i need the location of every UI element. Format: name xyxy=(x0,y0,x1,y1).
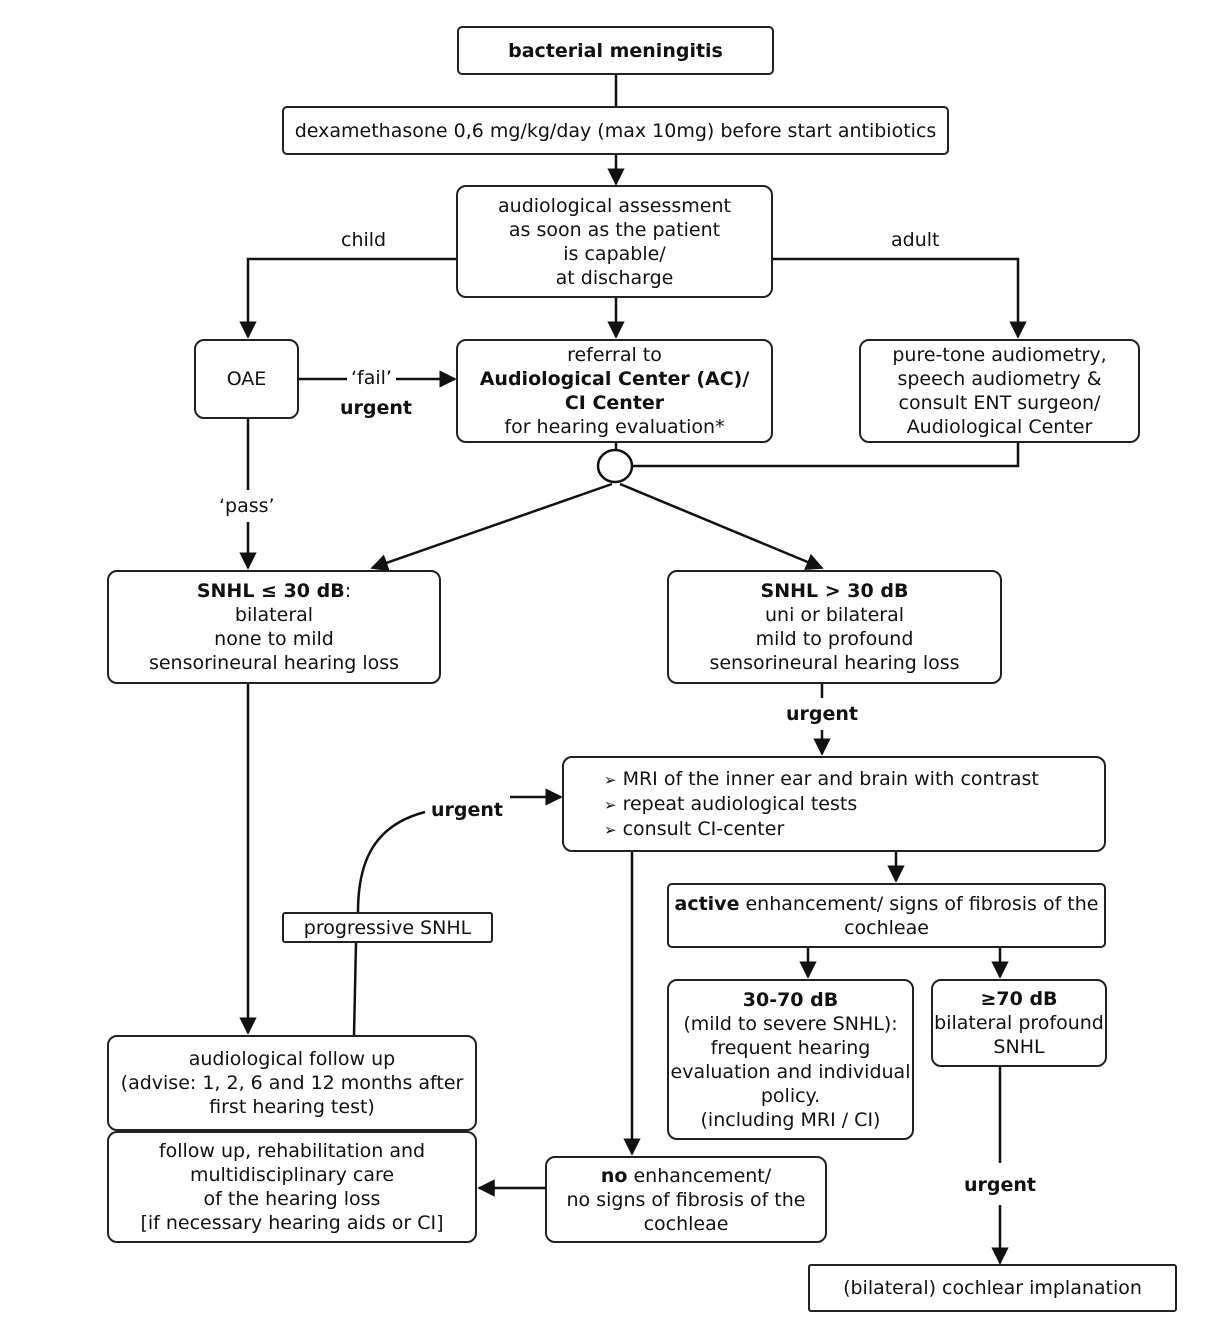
box-audiological-assessment: audiological assessment as soon as the p… xyxy=(456,185,773,298)
moderate-line-5: (including MRI / CI) xyxy=(700,1108,881,1131)
box-dexamethasone: dexamethasone 0,6 mg/kg/day (max 10mg) b… xyxy=(282,106,949,155)
noenh-line-1: no enhancement/ xyxy=(601,1164,771,1188)
junction-node xyxy=(596,448,634,484)
edge-junction-low xyxy=(370,482,613,572)
mri-item-1: MRI of the inner ear and brain with cont… xyxy=(604,767,1039,792)
referral-line-3: CI Center xyxy=(564,392,665,414)
box-rehab: follow up, rehabilitation and multidisci… xyxy=(107,1131,477,1243)
label-fail-urgent: urgent xyxy=(340,397,412,419)
adult-line-1: pure-tone audiometry, xyxy=(892,344,1107,366)
snhl-low-line-3: sensorineural hearing loss xyxy=(148,652,400,674)
box-snhl-low: SNHL ≤ 30 dB: bilateral none to mild sen… xyxy=(107,570,441,684)
adult-line-2: speech audiometry & xyxy=(897,368,1102,390)
profound-line-2: SNHL xyxy=(993,1036,1045,1058)
text-oae: OAE xyxy=(226,368,267,390)
noenh-rest: enhancement/ xyxy=(627,1164,772,1187)
noenh-line-3: cochleae xyxy=(643,1212,729,1235)
snhl-high-head: SNHL > 30 dB xyxy=(760,580,909,602)
moderate-head: 30-70 dB xyxy=(742,988,839,1011)
active-line-1: active enhancement/ signs of fibrosis of… xyxy=(675,892,1099,916)
snhl-high-line-2: mild to profound xyxy=(755,628,914,650)
edge-followup-progressive xyxy=(352,942,358,1036)
box-bacterial-meningitis: bacterial meningitis xyxy=(457,26,774,75)
rehab-line-3: of the hearing loss xyxy=(203,1188,381,1210)
box-mri: MRI of the inner ear and brain with cont… xyxy=(562,756,1106,852)
profound-head: ≥70 dB xyxy=(980,988,1058,1010)
text-bacterial-meningitis: bacterial meningitis xyxy=(508,39,723,62)
snhl-high-line-3: sensorineural hearing loss xyxy=(709,652,960,674)
edge-tests-junction xyxy=(633,443,1020,468)
moderate-line-4: policy. xyxy=(760,1084,821,1107)
snhl-low-heading: SNHL ≤ 30 dB: xyxy=(197,579,351,603)
moderate-line-1: (mild to severe SNHL): xyxy=(683,1012,898,1035)
edge-junction-high xyxy=(619,482,824,571)
followup-line-3: first hearing test) xyxy=(209,1096,375,1118)
rehab-line-4: [if necessary hearing aids or CI] xyxy=(140,1212,444,1234)
box-oae: OAE xyxy=(194,339,299,419)
moderate-line-3: evaluation and individual xyxy=(670,1060,911,1083)
rehab-line-2: multidisciplinary care xyxy=(189,1164,395,1186)
snhl-high-line-1: uni or bilateral xyxy=(764,604,904,626)
referral-line-4: for hearing evaluation* xyxy=(504,416,725,438)
text-dexamethasone: dexamethasone 0,6 mg/kg/day (max 10mg) b… xyxy=(294,119,937,142)
label-child: child xyxy=(341,229,387,251)
label-pass: ‘pass’ xyxy=(219,495,275,517)
box-snhl-high: SNHL > 30 dB uni or bilateral mild to pr… xyxy=(667,570,1002,684)
snhl-low-head: SNHL ≤ 30 dB xyxy=(196,580,345,602)
assessment-line-2: as soon as the patient xyxy=(508,218,721,241)
assessment-line-1: audiological assessment xyxy=(498,194,731,217)
box-referral: referral to Audiological Center (AC)/ CI… xyxy=(456,339,773,443)
text-progressive-snhl: progressive SNHL xyxy=(303,916,472,939)
snhl-low-line-1: bilateral xyxy=(234,604,314,626)
assessment-line-3: is capable/ xyxy=(563,242,666,265)
box-profound: ≥70 dB bilateral profound SNHL xyxy=(931,979,1107,1067)
box-progressive-snhl: progressive SNHL xyxy=(282,912,493,943)
text-cochlear-implantation: (bilateral) cochlear implanation xyxy=(843,1277,1142,1299)
box-moderate: 30-70 dB (mild to severe SNHL): frequent… xyxy=(667,979,914,1140)
assessment-line-4: at discharge xyxy=(555,266,674,289)
active-line-2: cochleae xyxy=(844,916,929,939)
box-active-enhancement: active enhancement/ signs of fibrosis of… xyxy=(667,883,1106,948)
noenh-bold: no xyxy=(600,1164,628,1187)
mri-item-3: consult CI-center xyxy=(604,817,785,842)
mri-item-2: repeat audiological tests xyxy=(604,792,858,817)
profound-line-1: bilateral profound xyxy=(934,1012,1104,1034)
label-high-urgent: urgent xyxy=(786,703,858,725)
box-cochlear-implantation: (bilateral) cochlear implanation xyxy=(808,1264,1177,1312)
box-adult-tests: pure-tone audiometry, speech audiometry … xyxy=(859,339,1140,443)
edge-adult-tests xyxy=(773,257,1027,339)
edge-progressive-curve xyxy=(356,810,426,913)
referral-line-2: Audiological Center (AC)/ xyxy=(479,368,750,390)
edge-child-oae xyxy=(239,257,457,339)
label-profound-urgent: urgent xyxy=(964,1174,1036,1196)
active-bold: active xyxy=(674,892,740,915)
active-rest: enhancement/ signs of fibrosis of the xyxy=(739,892,1099,915)
noenh-line-2: no signs of fibrosis of the xyxy=(566,1188,806,1211)
label-progressive-urgent: urgent xyxy=(431,799,503,821)
followup-line-2: (advise: 1, 2, 6 and 12 months after xyxy=(120,1072,464,1094)
referral-line-1: referral to xyxy=(567,344,662,366)
adult-line-3: consult ENT surgeon/ xyxy=(898,392,1101,414)
label-fail: ‘fail’ xyxy=(347,366,396,390)
label-adult: adult xyxy=(891,229,940,251)
box-followup: audiological follow up (advise: 1, 2, 6 … xyxy=(107,1035,477,1131)
box-no-enhancement: no enhancement/ no signs of fibrosis of … xyxy=(545,1156,827,1243)
followup-line-1: audiological follow up xyxy=(188,1048,396,1070)
adult-line-4: Audiological Center xyxy=(906,416,1093,438)
rehab-line-1: follow up, rehabilitation and xyxy=(158,1140,426,1162)
snhl-low-line-2: none to mild xyxy=(214,628,334,650)
moderate-line-2: frequent hearing xyxy=(710,1036,871,1059)
snhl-low-colon: : xyxy=(344,580,352,602)
